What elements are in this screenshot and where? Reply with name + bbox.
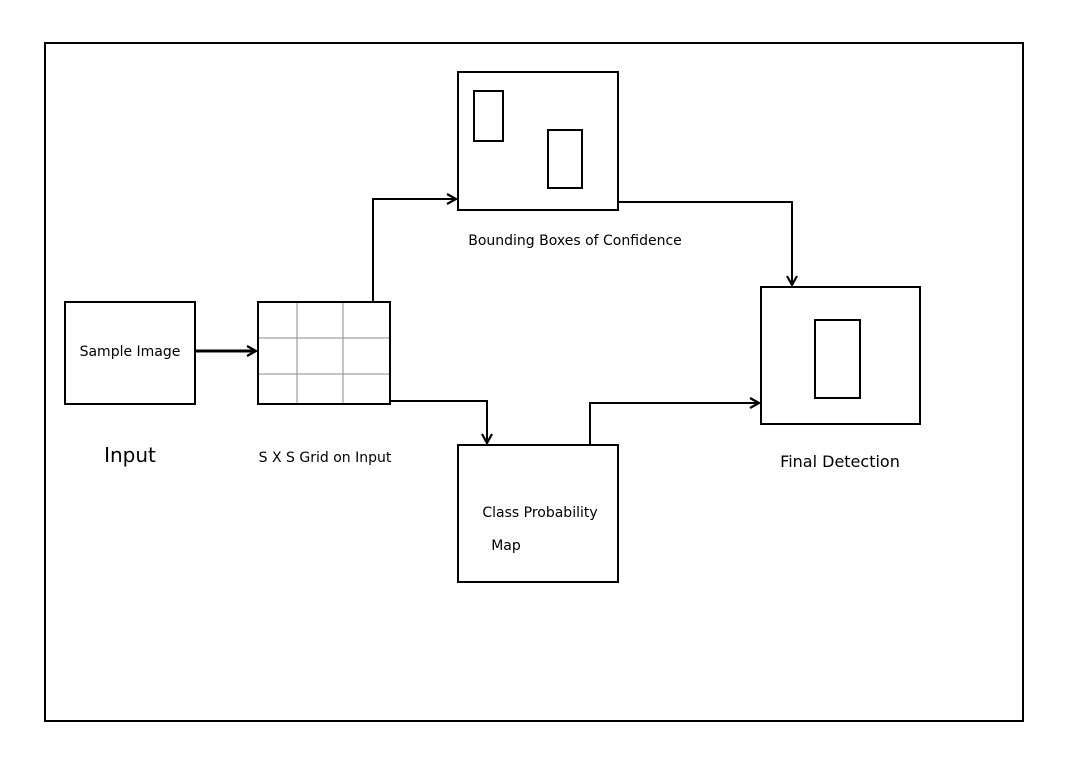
final-detection-caption: Final Detection: [780, 452, 900, 471]
final-detection-box: [760, 286, 921, 425]
arrow-class-probability-to-final: [589, 403, 759, 445]
diagram-frame: [44, 42, 1024, 722]
input-caption: Input: [104, 443, 156, 467]
grid-caption: S X S Grid on Input: [259, 450, 392, 466]
grid-box: [257, 301, 391, 405]
class-probability-label-line1: Class Probability: [482, 505, 597, 521]
arrow-grid-to-bounding-boxes: [372, 199, 456, 302]
class-probability-box: [457, 444, 619, 583]
bounding-boxes-node: [457, 71, 619, 211]
bounding-box-2: [547, 129, 583, 189]
class-probability-node: Class Probability Map: [457, 444, 619, 583]
grid-node: [257, 301, 391, 405]
sample-image-node: Sample Image: [64, 301, 196, 405]
class-probability-label-line2: Map: [491, 538, 521, 554]
arrow-bounding-boxes-to-final: [618, 201, 792, 285]
sample-image-box: [64, 301, 196, 405]
final-detection-node: [760, 286, 921, 425]
final-detection-inner-box: [814, 319, 861, 399]
sample-image-label: Sample Image: [80, 344, 181, 360]
bounding-box-1: [473, 90, 504, 142]
arrow-grid-to-class-probability: [390, 400, 487, 443]
bounding-boxes-caption: Bounding Boxes of Confidence: [468, 233, 682, 249]
